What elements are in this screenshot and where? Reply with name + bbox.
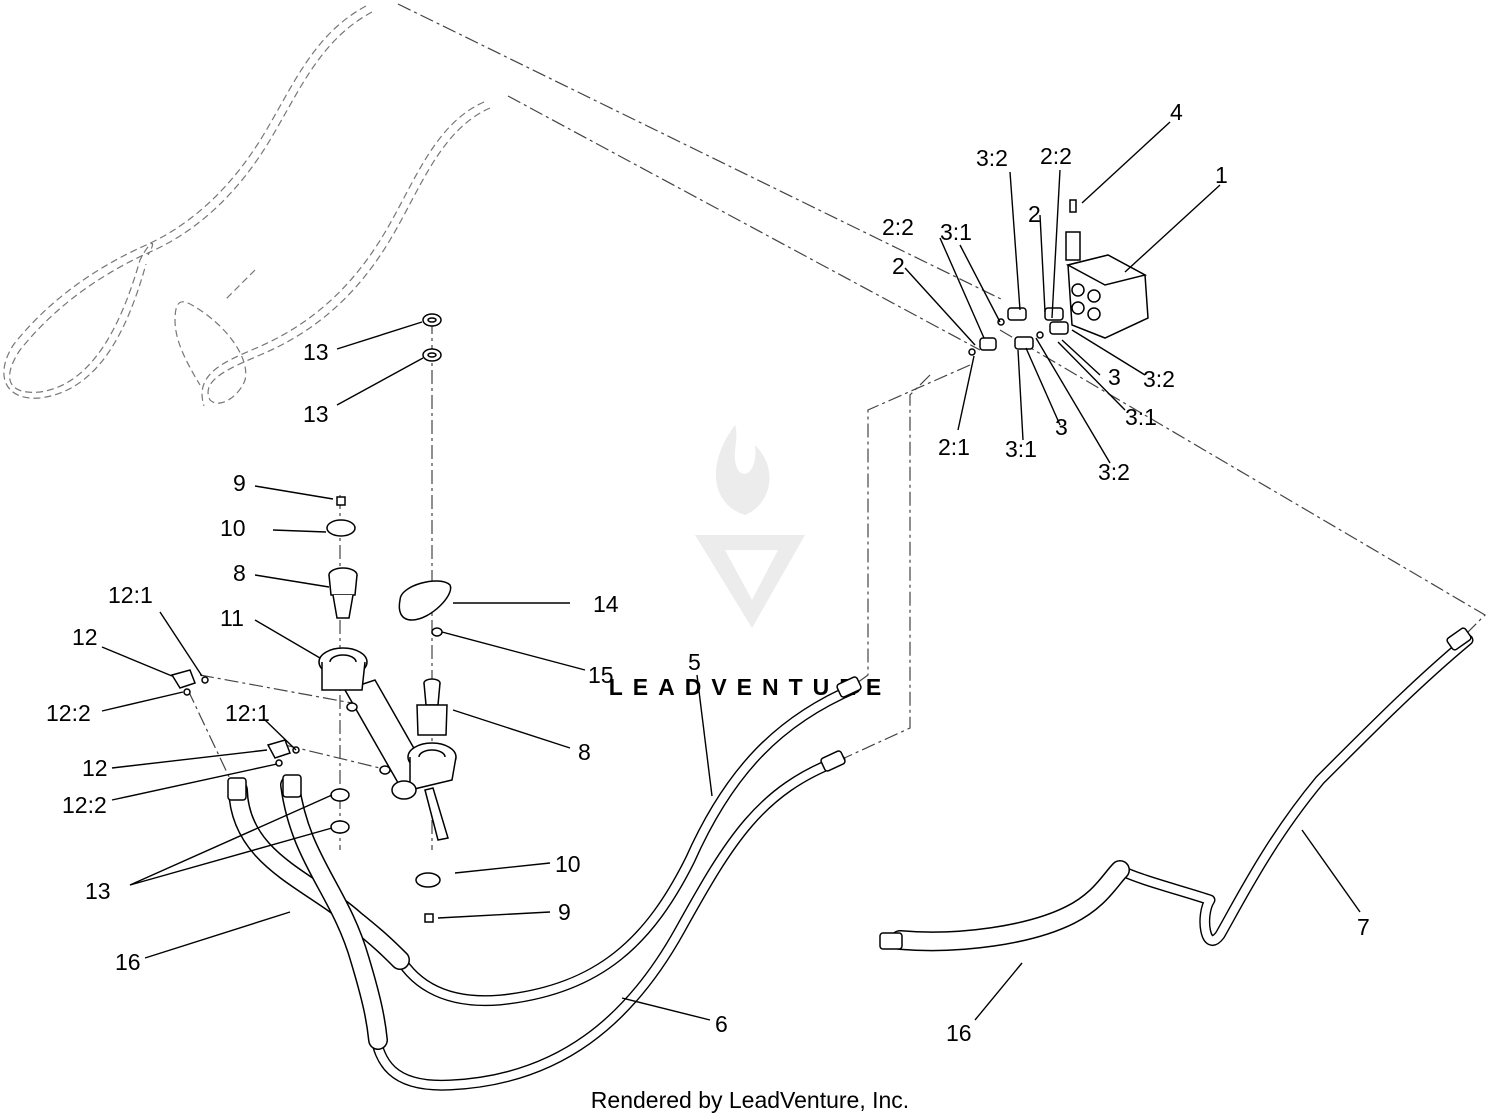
callout-3-1-lower: 3:1 — [1005, 436, 1037, 462]
callout-3-1-upper: 3:1 — [940, 219, 972, 245]
hose-5 — [389, 676, 862, 1007]
phantom-hose-middle — [174, 101, 491, 407]
phantom-hose-left — [3, 5, 373, 399]
callout-6: 6 — [715, 1011, 728, 1037]
callout-16-right: 16 — [946, 1020, 972, 1046]
leader-lines — [101, 121, 1361, 1021]
callout-12-1-lower: 12:1 — [225, 700, 270, 726]
callout-2-1: 2:1 — [938, 434, 970, 460]
callout-15: 15 — [588, 662, 614, 688]
callout-10-upper: 10 — [220, 515, 246, 541]
callout-3-2-right: 3:2 — [1143, 366, 1175, 392]
footer-credit: Rendered by LeadVenture, Inc. — [591, 1087, 909, 1113]
callout-2-left: 2 — [892, 253, 905, 279]
callout-12-2-upper: 12:2 — [46, 700, 91, 726]
valve-fittings — [968, 307, 1069, 356]
watermark-flame-icon — [715, 425, 770, 515]
callout-8-lower: 8 — [578, 739, 591, 765]
hose-sleeves-left — [227, 774, 410, 1050]
watermark-v-icon — [695, 535, 805, 628]
callout-2-2-upper: 2:2 — [1040, 143, 1072, 169]
ball-joint-upper — [328, 567, 358, 619]
ball-joint-lower — [416, 678, 448, 736]
callout-3-right: 3 — [1108, 364, 1121, 390]
callout-7: 7 — [1357, 914, 1370, 940]
callout-9-upper: 9 — [233, 470, 246, 496]
callout-12-1-upper: 12:1 — [108, 582, 153, 608]
center-lines — [187, 3, 1486, 850]
valve-body — [1065, 199, 1149, 339]
watermark: LEADVENTURE — [609, 425, 881, 700]
callout-5: 5 — [688, 649, 701, 675]
callout-3-2-lower: 3:2 — [1098, 459, 1130, 485]
callout-8-upper: 8 — [233, 560, 246, 586]
callout-12-lower: 12 — [82, 755, 108, 781]
callout-3-1-right: 3:1 — [1125, 404, 1157, 430]
callout-10-lower: 10 — [555, 851, 581, 877]
hose-6 — [369, 750, 846, 1091]
hose-sleeve-right — [879, 860, 1130, 952]
callout-3-lower: 3 — [1055, 414, 1068, 440]
callout-9-lower: 9 — [558, 899, 571, 925]
callout-13-lower: 13 — [85, 878, 111, 904]
hose-7 — [1114, 627, 1474, 946]
callout-12-2-lower: 12:2 — [62, 792, 107, 818]
callout-14: 14 — [593, 591, 619, 617]
callout-2-2-left: 2:2 — [882, 214, 914, 240]
callout-1: 1 — [1215, 162, 1228, 188]
callout-3-2-upper: 3:2 — [976, 145, 1008, 171]
callout-11: 11 — [220, 605, 244, 631]
callout-13-second: 13 — [303, 401, 329, 427]
steering-cylinder — [318, 647, 457, 841]
callout-labels: 1 4 2:2 3:2 2:2 3:1 2 2 3 3:2 3:1 3 2:1 … — [46, 99, 1370, 1046]
callout-13-upper: 13 — [303, 339, 329, 365]
callout-4: 4 — [1170, 99, 1183, 125]
callout-12-upper: 12 — [72, 624, 98, 650]
callout-16-left: 16 — [115, 949, 141, 975]
callout-2-upper: 2 — [1028, 201, 1041, 227]
